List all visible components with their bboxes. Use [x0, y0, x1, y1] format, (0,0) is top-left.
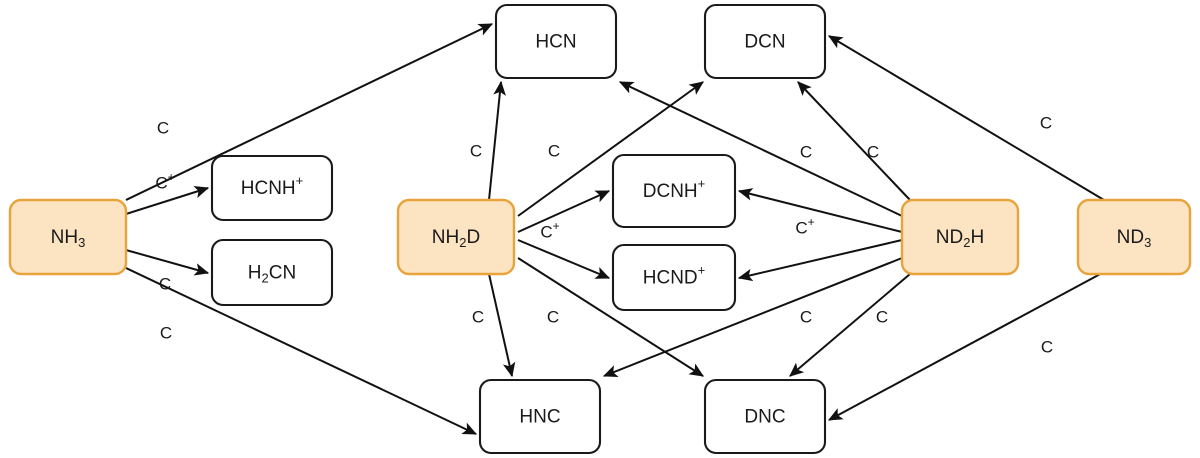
edge-label-nh3-hnc: C	[160, 323, 172, 342]
edge-nh3-to-hcnh	[125, 185, 210, 215]
edge-label-nh2d-dnc: C	[547, 307, 559, 326]
edge-nd2h-to-dnc	[789, 273, 911, 377]
edge-nh2d-to-dcnh	[517, 190, 611, 233]
edge-nh3-to-hnc	[125, 267, 478, 435]
node-box-dnc[interactable]	[703, 378, 827, 455]
node-box-nd3[interactable]	[1076, 198, 1192, 276]
edge-label-nd2h-dnc: C	[876, 307, 888, 326]
node-box-nh3[interactable]	[8, 198, 128, 276]
edge-label-nd2h-hnc: C	[800, 307, 812, 326]
node-dcnh[interactable]: DCNH+	[611, 153, 737, 229]
edge-label-nd2h-dcnh: C+	[795, 215, 814, 237]
node-box-h2cn[interactable]	[210, 238, 334, 307]
node-dcn[interactable]: DCN	[703, 3, 827, 80]
edge-label-nh2d-hnc: C	[472, 307, 484, 326]
node-h2cn[interactable]: H2CN	[210, 238, 334, 307]
edge-nh2d-to-dnc	[517, 257, 704, 377]
node-hcnh[interactable]: HCNH+	[210, 154, 334, 222]
edge-nh2d-to-hnc	[488, 273, 516, 378]
edge-nh2d-to-hcnd	[517, 239, 611, 279]
edge-nd2h-to-dcnh	[737, 188, 903, 233]
edge-label-nh2d-dcnh: C+	[540, 219, 559, 241]
edge-nd2h-to-hcnd	[737, 239, 903, 282]
edge-nh2d-to-hcn	[488, 80, 506, 201]
edge-label-nh2d-dcn: C	[548, 141, 560, 160]
edge-nd3-to-dnc	[827, 271, 1105, 421]
node-box-dcn[interactable]	[703, 3, 827, 80]
edge-nh3-to-hcn	[125, 23, 494, 201]
node-box-nh2d[interactable]	[396, 198, 516, 276]
edge-nd2h-to-hcn	[618, 81, 903, 217]
edge-nh3-to-h2cn	[125, 249, 210, 276]
edge-label-nd3-dnc: C	[1041, 337, 1053, 356]
edge-nd3-to-dcn	[828, 35, 1105, 201]
node-nd2h[interactable]: ND2H	[900, 198, 1020, 276]
edge-label-nd3-dcn: C	[1040, 113, 1052, 132]
edge-label-nh3-h2cn: C	[159, 274, 171, 293]
node-hnc[interactable]: HNC	[478, 378, 602, 455]
edge-label-nh2d-hcn: C	[470, 141, 482, 160]
edge-nd2h-to-dcn	[797, 81, 911, 201]
node-box-hnc[interactable]	[478, 378, 602, 455]
node-hcn[interactable]: HCN	[494, 3, 618, 80]
node-box-hcnh[interactable]	[210, 154, 334, 222]
edge-label-nd2h-dcn: C	[867, 142, 879, 161]
node-box-hcn[interactable]	[494, 3, 618, 80]
edge-label-nd2h-hcn: C	[800, 142, 812, 161]
edge-nh2d-to-dcn	[517, 81, 704, 217]
edge-nd2h-to-hnc	[602, 257, 903, 378]
node-box-hcnd[interactable]	[611, 243, 737, 312]
node-nh3[interactable]: NH3	[8, 198, 128, 276]
node-nd3[interactable]: ND3	[1076, 198, 1192, 276]
edges-layer	[125, 23, 1105, 435]
edge-label-nh3-hcnh: C+	[155, 170, 174, 192]
nodes-layer: NH3 NH2D ND2H ND3 HCNH+ H2CN HCN DCN DCNH+ HCND+H…	[8, 3, 1192, 455]
node-hcnd[interactable]: HCND+	[611, 243, 737, 312]
node-box-nd2h[interactable]	[900, 198, 1020, 276]
edge-label-nh3-hcn: C	[157, 118, 169, 137]
node-dnc[interactable]: DNC	[703, 378, 827, 455]
node-box-dcnh[interactable]	[611, 153, 737, 229]
node-nh2d[interactable]: NH2D	[396, 198, 516, 276]
